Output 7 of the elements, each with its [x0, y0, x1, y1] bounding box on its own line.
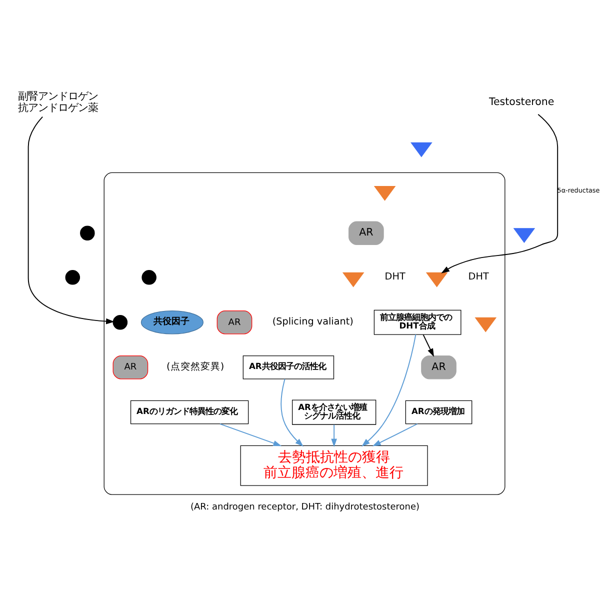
node-text: Testosterone	[488, 96, 554, 108]
node-label: (点突然変異)	[166, 361, 224, 372]
node-label: (Splicing valiant)	[272, 316, 354, 328]
node-label: DHT	[384, 271, 406, 282]
caption: (AR: androgen receptor, DHT: dihydrotestosterone)	[190, 502, 420, 512]
node-label: DHT	[468, 271, 489, 282]
node-text: 副腎アンドロゲン 抗アンドロゲン薬	[18, 90, 98, 114]
